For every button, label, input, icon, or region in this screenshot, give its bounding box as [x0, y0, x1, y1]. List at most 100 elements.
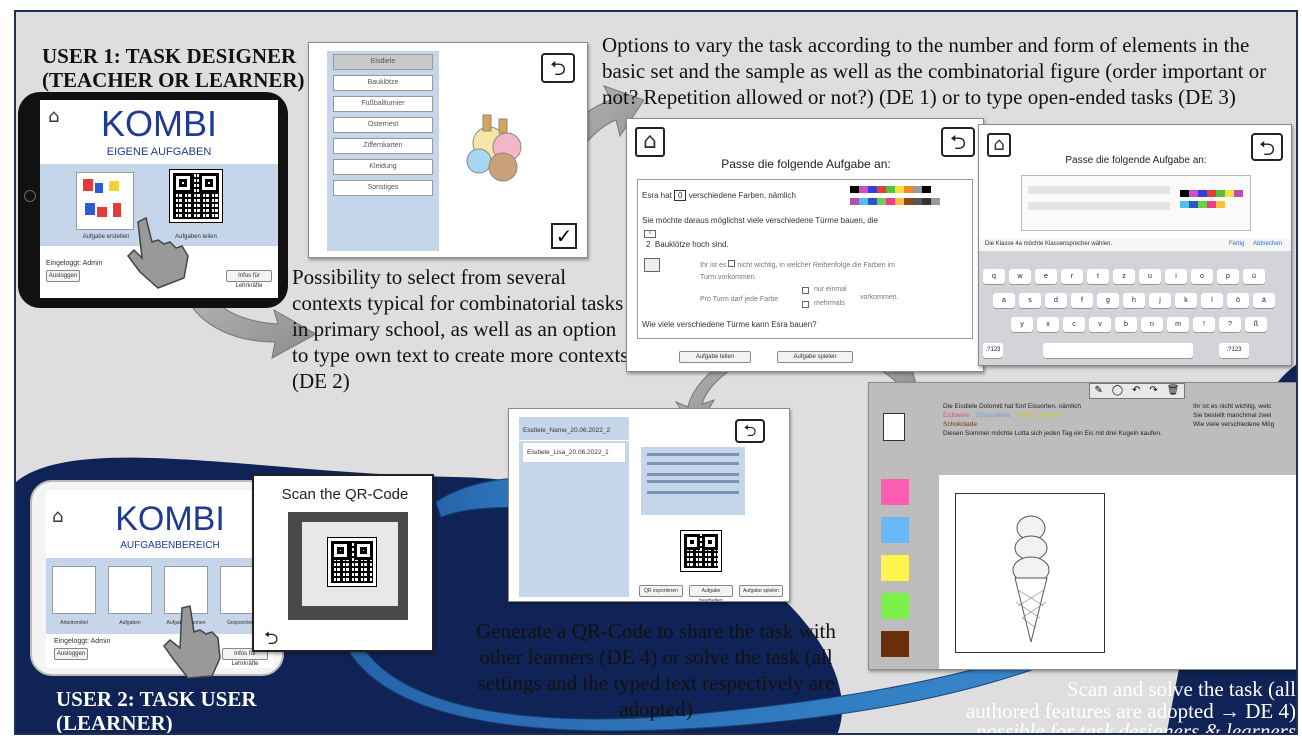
palette-color-2[interactable] — [881, 555, 909, 581]
login-status: Eingeloggt: Admin — [54, 638, 111, 645]
key-0-6[interactable]: u — [1139, 269, 1161, 284]
context-item-eisdiele[interactable]: Eisdiele — [333, 54, 433, 70]
keyboard-panel: ⌂ ⮌ Passe die folgende Aufgabe an: Die K… — [978, 124, 1292, 366]
key-2-9[interactable]: ß — [1245, 317, 1267, 332]
numbers-key-left[interactable]: .?123 — [983, 343, 1003, 358]
undo-icon[interactable]: ↶ — [1132, 385, 1141, 396]
play-task-button[interactable]: Aufgabe spielen — [739, 585, 783, 597]
logout-button[interactable]: Ausloggen — [54, 648, 88, 660]
arrow-tablet-to-contexts — [185, 281, 318, 359]
key-0-10[interactable]: ü — [1243, 269, 1265, 284]
flavor-2: Vanille — [1016, 412, 1036, 419]
key-2-7[interactable]: ! — [1193, 317, 1215, 332]
edit-task-button[interactable]: Aufgabe bearbeiten — [689, 585, 733, 601]
home-icon[interactable]: ⌂ — [987, 133, 1011, 157]
key-2-5[interactable]: n — [1141, 317, 1163, 332]
teacher-info-button[interactable]: Infos für Lehrkräfte — [226, 270, 272, 289]
context-item-osternest[interactable]: Osternest — [333, 117, 433, 133]
key-1-9[interactable]: ö — [1227, 293, 1249, 308]
key-1-3[interactable]: f — [1071, 293, 1093, 308]
context-item-kleidung[interactable]: Kleidung — [333, 159, 433, 175]
palette-color-3[interactable] — [881, 593, 909, 619]
saved-task-item-1[interactable]: Eisdiele_Name_20.06.2022_2 — [519, 417, 629, 441]
checkbox-nicht[interactable] — [728, 260, 736, 267]
key-0-8[interactable]: o — [1191, 269, 1213, 284]
redo-icon[interactable]: ↷ — [1149, 385, 1158, 396]
text-input-area[interactable] — [1021, 175, 1251, 231]
space-key[interactable] — [1043, 343, 1193, 358]
key-1-7[interactable]: k — [1175, 293, 1197, 308]
key-2-3[interactable]: v — [1089, 317, 1111, 332]
key-1-8[interactable]: l — [1201, 293, 1223, 308]
tile-scan[interactable] — [164, 566, 208, 614]
qr-code-icon[interactable] — [169, 169, 223, 223]
key-2-1[interactable]: x — [1037, 317, 1059, 332]
stepper-up[interactable]: ^ — [644, 230, 656, 238]
key-2-0[interactable]: y — [1011, 317, 1033, 332]
tile-create-task[interactable] — [76, 172, 134, 230]
play-task-button[interactable]: Aufgabe spielen — [777, 351, 853, 363]
drawing-canvas[interactable] — [955, 493, 1105, 653]
contexts-panel: Eisdiele Bauklötze Fußballturnier Ostern… — [308, 42, 588, 258]
checkbox-nur-einmal[interactable] — [802, 287, 809, 294]
context-item-sonstiges[interactable]: Sonstiges — [333, 180, 433, 196]
key-2-2[interactable]: c — [1063, 317, 1085, 332]
home-icon[interactable]: ⌂ — [48, 106, 60, 127]
tile-materials[interactable] — [52, 566, 96, 614]
share-task-button[interactable]: Aufgabe teilen — [679, 351, 751, 363]
key-0-3[interactable]: r — [1061, 269, 1083, 284]
numbers-key-right[interactable]: .?123 — [1219, 343, 1249, 358]
key-1-5[interactable]: h — [1123, 293, 1145, 308]
key-1-6[interactable]: j — [1149, 293, 1171, 308]
checkbox-mehrmals[interactable] — [802, 301, 809, 308]
tablet-home-button[interactable] — [24, 190, 36, 202]
key-2-6[interactable]: m — [1167, 317, 1189, 332]
key-1-4[interactable]: g — [1097, 293, 1119, 308]
key-0-7[interactable]: i — [1165, 269, 1187, 284]
tile-tasks[interactable] — [108, 566, 152, 614]
back-icon[interactable]: ⮌ — [941, 127, 975, 157]
back-icon[interactable]: ⮌ — [1251, 133, 1283, 161]
key-0-5[interactable]: z — [1113, 269, 1135, 284]
confirm-check-button[interactable]: ✓ — [551, 223, 577, 249]
export-qr-button[interactable]: QR exportieren — [639, 585, 683, 597]
saved-task-item-2[interactable]: Eisdiele_Lisa_20.06.2022_1 — [523, 443, 625, 462]
palette-color-0[interactable] — [881, 479, 909, 505]
cone-tool-icon[interactable] — [883, 413, 905, 441]
key-2-4[interactable]: b — [1115, 317, 1137, 332]
key-1-1[interactable]: s — [1019, 293, 1041, 308]
key-1-2[interactable]: d — [1045, 293, 1067, 308]
color-count-field[interactable]: 0 — [674, 190, 687, 201]
context-item-baukloetze[interactable]: Bauklötze — [333, 75, 433, 91]
key-0-1[interactable]: w — [1009, 269, 1031, 284]
solve-text-2: Diesen Sommer möchte Lotta sich jeden Ta… — [943, 430, 1162, 437]
cancel-button[interactable]: Abbrechen — [1253, 241, 1283, 247]
key-0-9[interactable]: p — [1217, 269, 1239, 284]
home-icon[interactable]: ⌂ — [635, 127, 665, 157]
palette-sidebar — [869, 383, 939, 669]
height-value[interactable]: 2 — [646, 240, 651, 249]
color-palette[interactable] — [850, 186, 940, 210]
back-icon[interactable]: ⮌ — [735, 419, 765, 443]
palette-color-4[interactable] — [881, 631, 909, 657]
key-1-0[interactable]: a — [993, 293, 1015, 308]
back-icon[interactable]: ⮌ — [541, 53, 575, 83]
lasso-icon[interactable]: ◯ — [1111, 385, 1124, 396]
pen-icon[interactable]: ✎ — [1094, 385, 1103, 396]
context-item-ziffernkarten[interactable]: Ziffernkarten — [333, 138, 433, 154]
key-0-4[interactable]: t — [1087, 269, 1109, 284]
logout-button[interactable]: Ausloggen — [46, 270, 80, 282]
order-option-box[interactable] — [644, 258, 660, 272]
key-0-0[interactable]: q — [983, 269, 1005, 284]
palette-color-1[interactable] — [881, 517, 909, 543]
key-2-8[interactable]: ? — [1219, 317, 1241, 332]
key-0-2[interactable]: e — [1035, 269, 1057, 284]
keyboard-input-hint: Die Klasse 4a möchte Klassensprecher wäh… — [985, 241, 1113, 247]
figure-frame: USER 1: TASK DESIGNER (TEACHER OR LEARNE… — [14, 10, 1298, 735]
context-item-fussballturnier[interactable]: Fußballturnier — [333, 96, 433, 112]
key-1-10[interactable]: ä — [1253, 293, 1275, 308]
home-icon[interactable]: ⌂ — [52, 506, 64, 527]
back-icon[interactable]: ⮌ — [264, 628, 279, 649]
trash-icon[interactable]: 🗑 — [1166, 385, 1180, 396]
done-button[interactable]: Fertig — [1229, 241, 1245, 247]
